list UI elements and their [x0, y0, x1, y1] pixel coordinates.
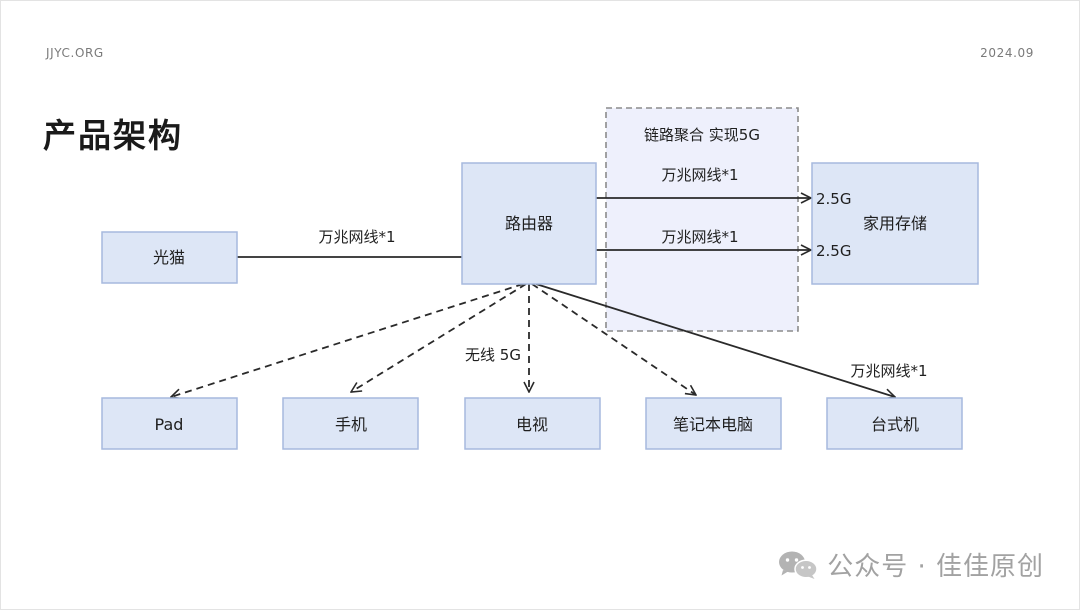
node-label-router: 路由器: [505, 214, 553, 233]
node-tv: 电视: [464, 397, 601, 450]
edge-label-agg-top: 万兆网线*1: [661, 166, 738, 184]
edge-router-pad: [171, 283, 524, 397]
node-label-laptop: 笔记本电脑: [673, 415, 753, 434]
edge-label-wireless: 无线 5G: [465, 346, 521, 364]
edge-router-phone: [351, 283, 527, 392]
node-router: 路由器: [461, 162, 597, 285]
edge-label-desktop: 万兆网线*1: [850, 362, 927, 380]
footer-text: 公众号 · 佳佳原创: [827, 552, 1044, 582]
edge-router-desktop: [535, 283, 895, 397]
node-label-nas: 家用存储: [863, 214, 927, 233]
edge-router-laptop: [531, 283, 696, 395]
wechat-icon: [779, 551, 818, 579]
edge-label-modem-router: 万兆网线*1: [318, 228, 395, 246]
node-desktop: 台式机: [826, 397, 963, 450]
page-title: 产品架构: [43, 116, 183, 155]
port-label-bottom: 2.5G: [816, 242, 851, 260]
node-pad: Pad: [101, 397, 238, 450]
node-nas: 家用存储: [811, 162, 979, 285]
node-modem: 光猫: [101, 231, 238, 284]
date-label: 2024.09: [980, 46, 1034, 60]
link-aggregation-group: 链路聚合 实现5G: [605, 107, 799, 332]
site-label: JJYC.ORG: [46, 46, 104, 60]
node-label-tv: 电视: [516, 415, 548, 434]
edge-label-agg-bottom: 万兆网线*1: [661, 228, 738, 246]
port-label-top: 2.5G: [816, 190, 851, 208]
group-label: 链路聚合 实现5G: [644, 126, 760, 144]
node-phone: 手机: [282, 397, 419, 450]
node-label-desktop: 台式机: [871, 415, 919, 434]
node-label-phone: 手机: [335, 415, 367, 434]
node-label-modem: 光猫: [153, 248, 185, 267]
node-laptop: 笔记本电脑: [645, 397, 782, 450]
footer-watermark: 公众号 · 佳佳原创: [777, 546, 1044, 583]
node-label-pad: Pad: [155, 415, 184, 434]
